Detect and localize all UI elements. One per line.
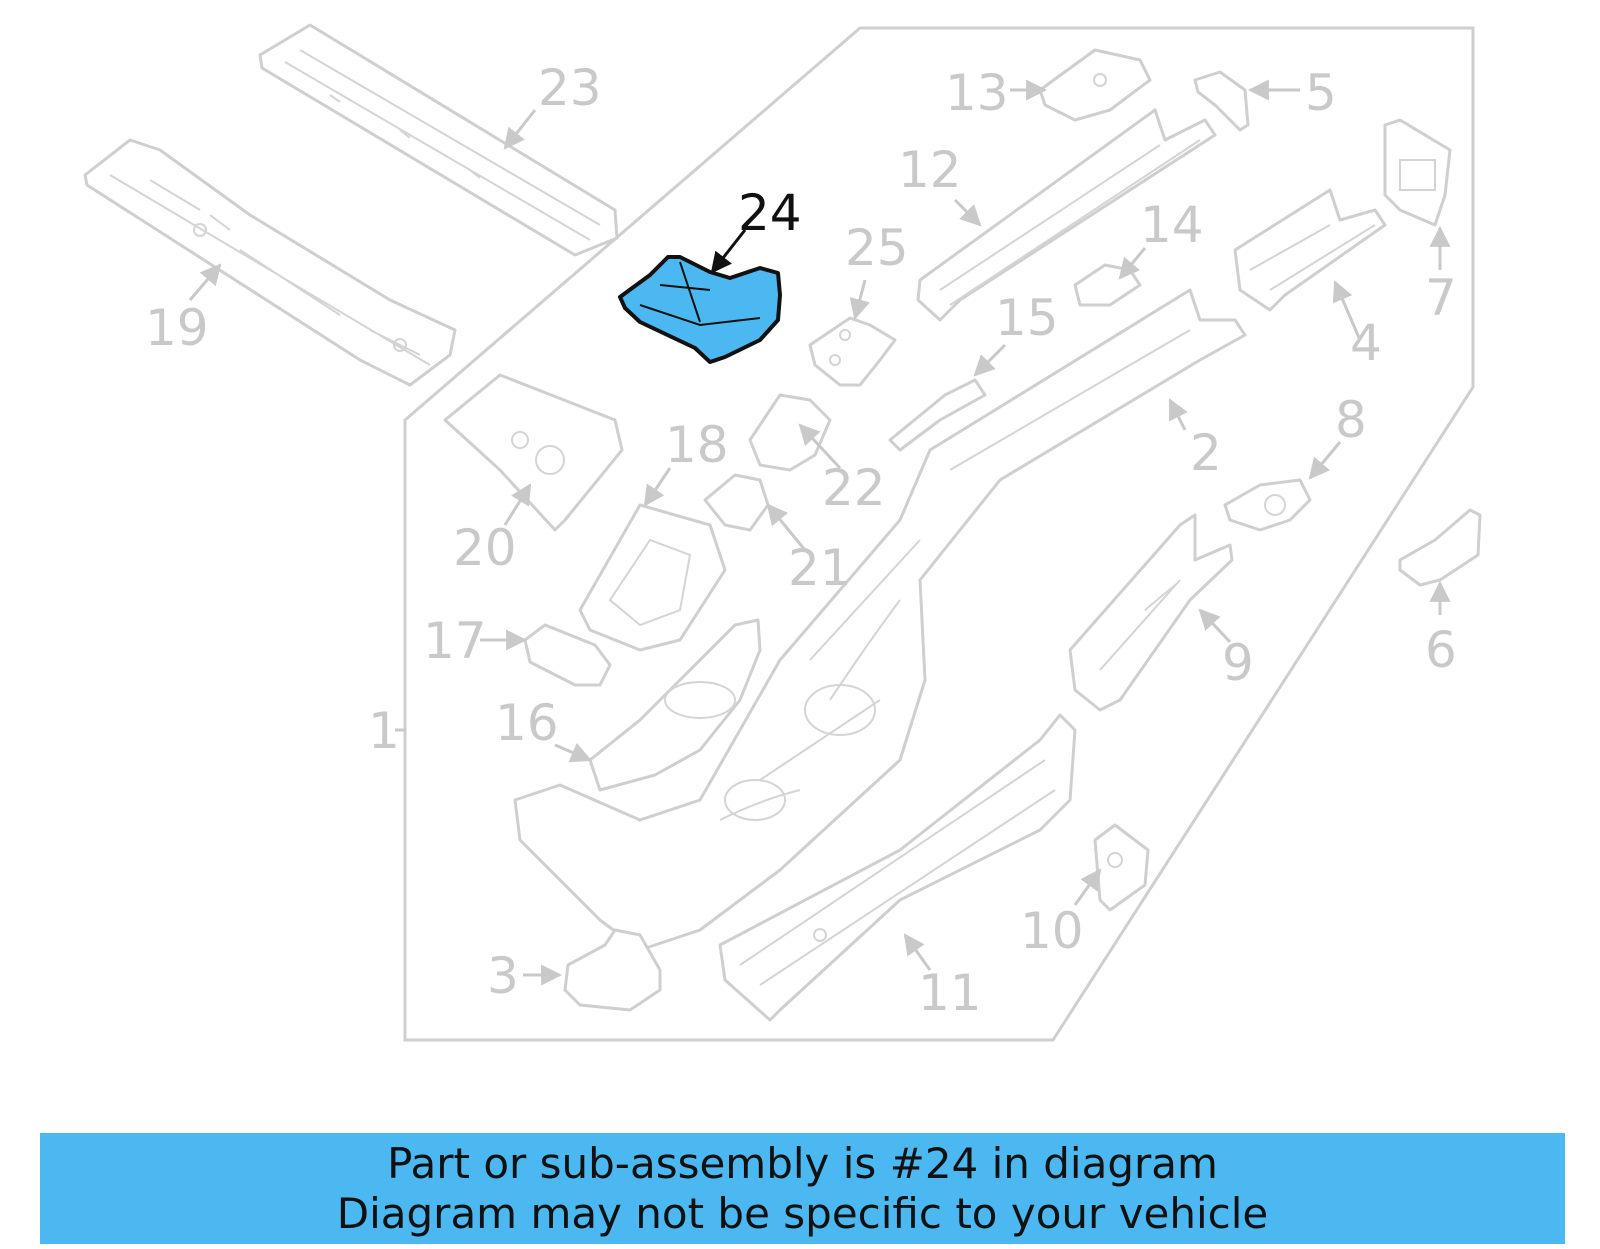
part-6-bracket bbox=[1398, 508, 1482, 587]
part-12-rail bbox=[916, 108, 1217, 322]
callout-17: 17 bbox=[423, 612, 487, 670]
callout-2: 2 bbox=[1190, 424, 1222, 482]
part-9-rail bbox=[1068, 513, 1234, 712]
callout-15: 15 bbox=[995, 289, 1059, 347]
part-5-bracket bbox=[1193, 70, 1250, 132]
callout-11: 11 bbox=[918, 964, 982, 1022]
callout-1: 1 bbox=[368, 702, 400, 760]
callout-12: 12 bbox=[898, 141, 962, 199]
callout-22: 22 bbox=[822, 459, 886, 517]
callout-25: 25 bbox=[845, 219, 909, 277]
callout-6: 6 bbox=[1425, 621, 1457, 679]
part-15-strip bbox=[888, 378, 987, 452]
callout-8: 8 bbox=[1335, 391, 1367, 449]
part-25-bracket bbox=[808, 316, 897, 387]
part-11-rail bbox=[718, 713, 1077, 1022]
part-21-bracket bbox=[703, 473, 770, 532]
callout-10: 10 bbox=[1020, 902, 1084, 960]
callout-21: 21 bbox=[788, 539, 852, 597]
part-16-bracket bbox=[588, 618, 762, 792]
callout-18: 18 bbox=[665, 416, 729, 474]
part-8-bracket bbox=[1223, 478, 1312, 532]
banner-line-part: Part or sub-assembly is #24 in diagram bbox=[387, 1138, 1218, 1188]
part-24-highlighted[interactable] bbox=[618, 255, 782, 364]
part-13-bracket bbox=[1038, 48, 1152, 122]
info-banner: Part or sub-assembly is #24 in diagram D… bbox=[40, 1133, 1565, 1244]
part-2-side-member bbox=[513, 288, 1247, 952]
callout-20: 20 bbox=[453, 519, 517, 577]
callout-9: 9 bbox=[1222, 634, 1254, 692]
part-4-channel bbox=[1233, 188, 1387, 312]
part-14-clip bbox=[1073, 263, 1142, 307]
assembly-boundary bbox=[403, 26, 1475, 1042]
callout-labels: 1 2 3 4 5 6 7 8 9 10 11 12 13 14 15 16 1… bbox=[145, 59, 1457, 1022]
callout-14: 14 bbox=[1140, 196, 1204, 254]
part-22-bracket bbox=[748, 393, 832, 472]
part-10-bracket bbox=[1093, 823, 1150, 912]
part-7-bracket bbox=[1383, 118, 1452, 227]
callout-16: 16 bbox=[495, 694, 559, 752]
banner-line-disclaimer: Diagram may not be specific to your vehi… bbox=[336, 1188, 1269, 1238]
part-18-panel bbox=[578, 503, 727, 652]
leader-lines bbox=[188, 79, 1451, 986]
parts-diagram: 1 2 3 4 5 6 7 8 9 10 11 12 13 14 15 16 1… bbox=[83, 23, 1482, 1042]
callout-23: 23 bbox=[538, 59, 602, 117]
part-3-bracket bbox=[563, 928, 662, 1012]
callout-24[interactable]: 24 bbox=[738, 184, 802, 242]
callout-5: 5 bbox=[1305, 64, 1337, 122]
callout-4: 4 bbox=[1350, 314, 1382, 372]
callout-3: 3 bbox=[487, 947, 519, 1005]
part-17-block bbox=[523, 623, 612, 687]
callout-13: 13 bbox=[945, 64, 1009, 122]
callout-7: 7 bbox=[1425, 269, 1457, 327]
callout-19: 19 bbox=[145, 299, 209, 357]
part-20-bracket bbox=[443, 373, 624, 532]
part-23-rail bbox=[258, 23, 619, 257]
part-19-rail bbox=[83, 138, 457, 387]
